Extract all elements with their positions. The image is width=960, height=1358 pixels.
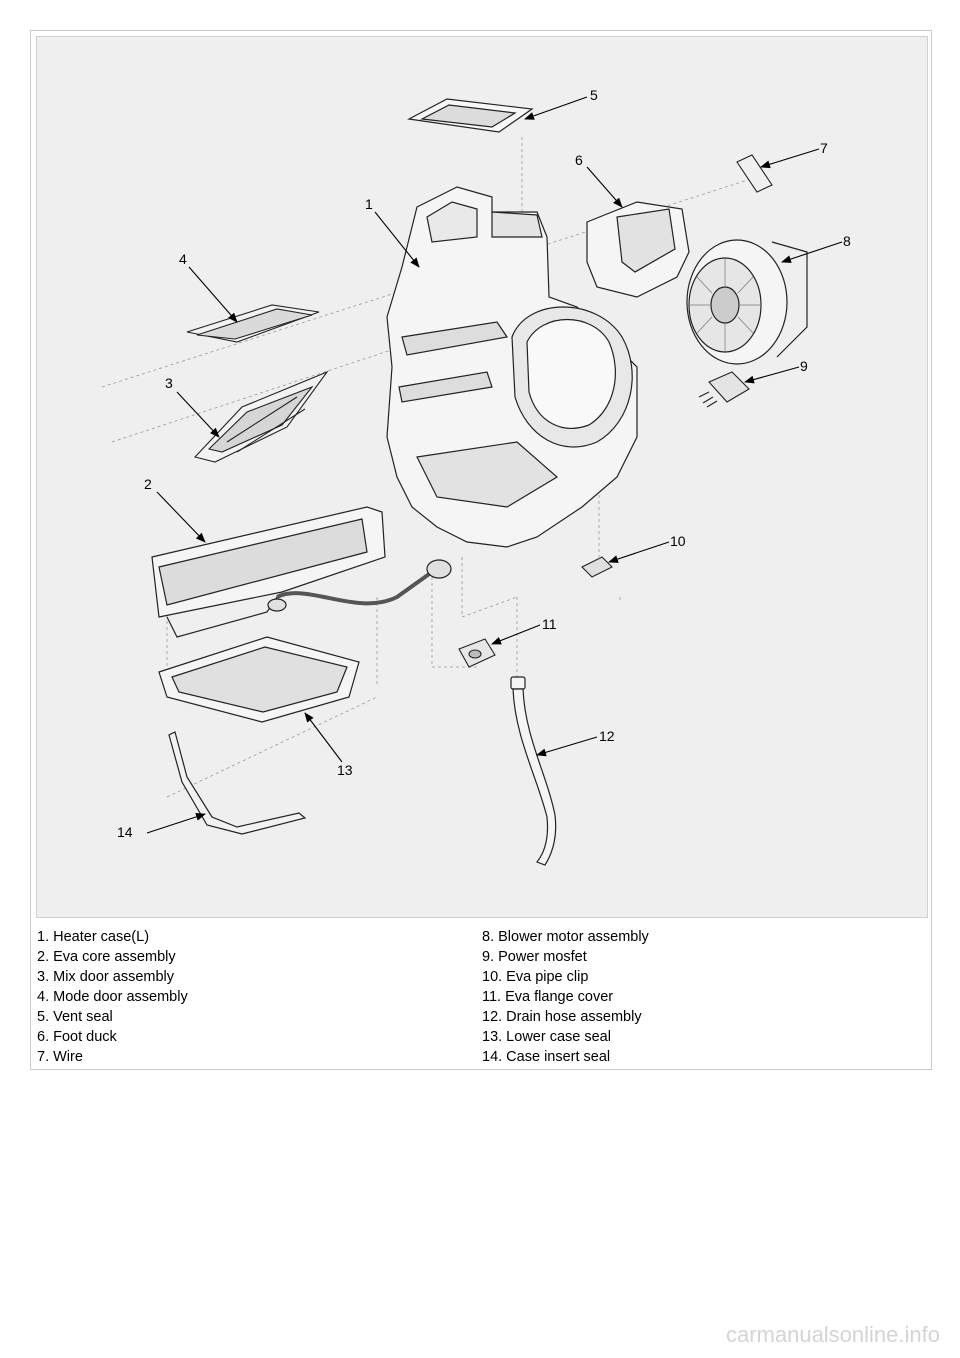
mix-door-part xyxy=(193,370,329,463)
callout-12: 12 xyxy=(599,728,615,744)
callout-1: 1 xyxy=(365,196,373,212)
callout-14: 14 xyxy=(117,824,133,840)
parts-legend: 1. Heater case(L) 2. Eva core assembly 3… xyxy=(31,921,931,1069)
legend-item: 3. Mix door assembly xyxy=(37,969,174,985)
heater-case-part xyxy=(386,186,638,548)
callout-7: 7 xyxy=(820,140,828,156)
eva-flange-cover-part xyxy=(458,638,496,668)
callout-9: 9 xyxy=(800,358,808,374)
foot-duct-part xyxy=(586,201,690,298)
wire-part xyxy=(736,154,773,193)
eva-core-part xyxy=(151,506,452,638)
legend-item: 7. Wire xyxy=(37,1049,83,1065)
case-insert-seal-part xyxy=(168,731,307,835)
legend-item: 13. Lower case seal xyxy=(482,1029,611,1045)
legend-item: 5. Vent seal xyxy=(37,1009,113,1025)
exploded-view-drawing: 1 2 3 4 5 6 7 8 9 10 11 12 13 14 xyxy=(101,87,851,866)
legend-item: 12. Drain hose assembly xyxy=(482,1009,642,1025)
legend-item: 14. Case insert seal xyxy=(482,1049,611,1065)
legend-item: 11. Eva flange cover xyxy=(482,989,614,1005)
callout-3: 3 xyxy=(165,375,173,391)
mode-door-part xyxy=(186,304,320,343)
legend-item: 10. Eva pipe clip xyxy=(482,969,589,985)
callout-10: 10 xyxy=(670,533,686,549)
legend-item: 2. Eva core assembly xyxy=(37,949,176,965)
callout-8: 8 xyxy=(843,233,851,249)
blower-motor-part xyxy=(686,239,808,365)
callout-2: 2 xyxy=(144,476,152,492)
legend-item: 4. Mode door assembly xyxy=(37,989,188,1005)
callout-arrows xyxy=(146,96,843,834)
drain-hose-part xyxy=(510,676,557,866)
callout-4: 4 xyxy=(179,251,187,267)
vent-seal-part xyxy=(407,98,534,133)
lower-case-seal-part xyxy=(158,636,360,723)
exploded-view-figure: 1 2 3 4 5 6 7 8 9 10 11 12 13 14 xyxy=(36,36,928,918)
callout-6: 6 xyxy=(575,152,583,168)
legend-left-column: 1. Heater case(L) 2. Eva core assembly 3… xyxy=(37,927,188,1067)
callout-13: 13 xyxy=(337,762,353,778)
legend-item: 9. Power mosfet xyxy=(482,949,587,965)
watermark-text: carmanualsonline.info xyxy=(725,1322,940,1347)
callout-5: 5 xyxy=(590,87,598,103)
callout-11: 11 xyxy=(542,616,557,632)
legend-item: 8. Blower motor assembly xyxy=(482,929,649,945)
legend-right-column: 8. Blower motor assembly 9. Power mosfet… xyxy=(482,927,649,1067)
eva-pipe-clip-part xyxy=(581,556,613,578)
power-mosfet-part xyxy=(698,371,750,408)
legend-item: 6. Foot duck xyxy=(37,1029,117,1045)
diagram-frame: 1 2 3 4 5 6 7 8 9 10 11 12 13 14 1. Heat… xyxy=(30,30,932,1070)
legend-item: 1. Heater case(L) xyxy=(37,929,150,945)
